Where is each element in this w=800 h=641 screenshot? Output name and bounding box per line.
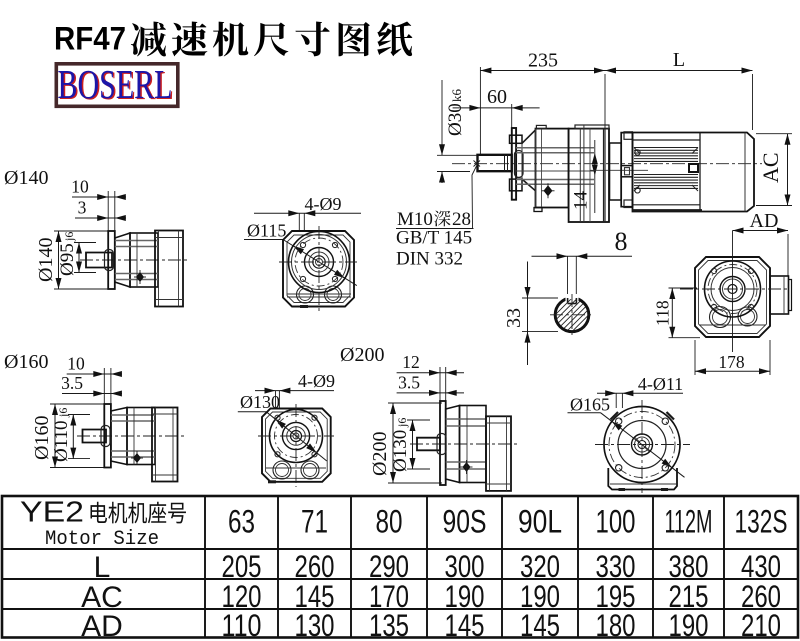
svg-text:235: 235 [528,50,558,72]
svg-text:100: 100 [596,504,636,540]
svg-text:10: 10 [67,354,85,374]
svg-text:12: 12 [402,352,420,372]
svg-text:Ø200: Ø200 [369,432,391,476]
svg-text:Ø140: Ø140 [4,167,48,189]
svg-text:YE2: YE2 [20,497,84,529]
svg-text:4-Ø9: 4-Ø9 [298,371,335,391]
svg-text:Ø160: Ø160 [4,351,48,373]
svg-text:290: 290 [369,548,409,584]
svg-text:RF47: RF47 [54,21,126,57]
svg-text:10: 10 [71,177,89,197]
svg-text:120: 120 [222,578,262,614]
svg-text:Ø115: Ø115 [247,221,286,241]
svg-text:Ø140: Ø140 [35,238,57,282]
svg-text:M10: M10 [397,209,433,230]
svg-text:33: 33 [503,308,525,328]
svg-text:300: 300 [445,548,485,584]
svg-text:AC: AC [758,152,783,183]
svg-text:Ø110: Ø110 [51,420,72,462]
svg-text:210: 210 [741,607,781,641]
svg-text:330: 330 [596,548,636,584]
svg-text:GB/T 145: GB/T 145 [396,228,472,249]
svg-text:80: 80 [376,504,403,540]
svg-text:8: 8 [615,227,628,256]
svg-text:Ø95: Ø95 [57,243,78,276]
svg-text:205: 205 [222,548,262,584]
svg-text:110: 110 [222,607,262,641]
svg-text:190: 190 [445,578,485,614]
svg-text:14: 14 [571,191,592,211]
svg-text:90S: 90S [443,504,487,540]
svg-text:Ø130: Ø130 [240,392,280,412]
svg-text:90L: 90L [518,504,562,540]
svg-text:63: 63 [228,504,255,540]
svg-text:215: 215 [669,578,709,614]
svg-text:3.5: 3.5 [61,373,83,393]
svg-text:k6: k6 [449,89,464,103]
svg-text:Ø130: Ø130 [390,430,411,472]
svg-text:190: 190 [669,607,709,641]
svg-text:Ø200: Ø200 [340,344,384,366]
svg-text:260: 260 [741,578,781,614]
svg-text:Ø30: Ø30 [445,103,466,136]
svg-text:195: 195 [596,578,636,614]
svg-text:Ø160: Ø160 [31,416,53,460]
svg-text:145: 145 [445,607,485,641]
svg-text:145: 145 [295,578,335,614]
svg-text:118: 118 [653,300,673,326]
svg-text:190: 190 [520,578,560,614]
svg-text:170: 170 [369,578,409,614]
svg-text:112M: 112M [665,504,713,540]
svg-text:BOSERL: BOSERL [58,61,173,107]
svg-text:145: 145 [520,607,560,641]
svg-text:3: 3 [78,198,87,218]
svg-text:AD: AD [750,210,779,232]
svg-text:320: 320 [520,548,560,584]
svg-text:60: 60 [487,86,507,108]
svg-text:4-Ø9: 4-Ø9 [305,194,342,214]
svg-text:130: 130 [295,607,335,641]
svg-text:260: 260 [295,548,335,584]
svg-text:L: L [673,49,685,71]
svg-text:28: 28 [452,209,471,230]
svg-text:j6: j6 [395,418,409,428]
svg-text:AD: AD [81,610,123,641]
svg-text:132S: 132S [735,504,788,540]
svg-text:180: 180 [596,607,636,641]
svg-text:430: 430 [741,548,781,584]
svg-text:AC: AC [81,581,123,614]
svg-text:L: L [94,551,111,584]
svg-text:DIN 332: DIN 332 [396,249,463,270]
svg-text:j6: j6 [56,408,70,418]
svg-text:135: 135 [369,607,409,641]
svg-text:3.5: 3.5 [398,373,420,393]
svg-text:BOSERL: BOSERL [59,62,174,108]
svg-text:178: 178 [718,352,745,372]
svg-text:Motor Size: Motor Size [45,528,159,551]
svg-text:Ø165: Ø165 [570,395,610,415]
svg-text:4-Ø11: 4-Ø11 [638,374,683,394]
svg-text:j6: j6 [62,232,76,242]
svg-text:380: 380 [669,548,709,584]
svg-text:71: 71 [301,504,328,540]
